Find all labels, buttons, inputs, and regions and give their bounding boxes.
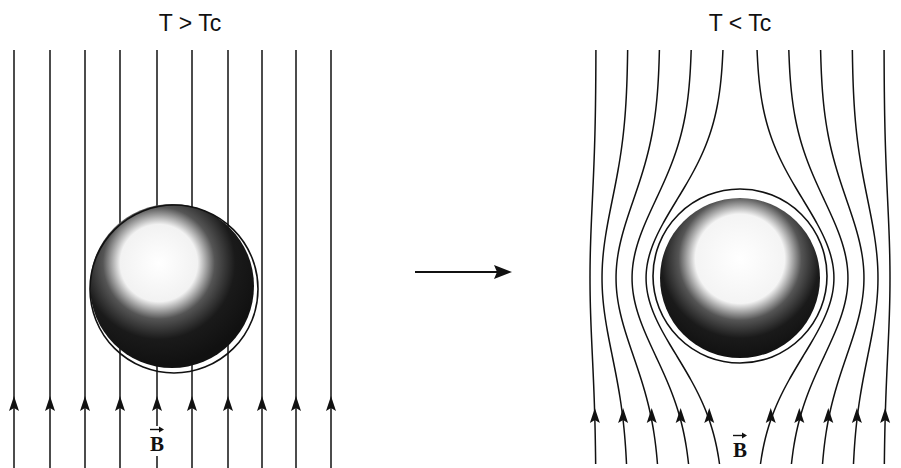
- arrowhead: [794, 408, 804, 423]
- arrowhead: [647, 408, 657, 423]
- arrowhead: [152, 396, 162, 411]
- field-lines-expelled: [590, 50, 890, 464]
- temperature-label-box: T < Tc: [709, 12, 771, 35]
- field-vector-label: B: [150, 432, 164, 456]
- arrowhead: [115, 396, 125, 411]
- arrowhead: [257, 396, 267, 411]
- arrowhead: [823, 408, 833, 423]
- arrowhead: [676, 408, 686, 423]
- field-vector-label: B: [733, 438, 747, 462]
- arrowhead: [704, 408, 714, 423]
- field-line: [602, 50, 628, 464]
- field-line: [590, 50, 596, 464]
- field-vector-label-box: B: [147, 426, 167, 456]
- arrowhead: [80, 396, 90, 411]
- arrowhead: [9, 396, 19, 411]
- arrowhead: [223, 396, 233, 411]
- arrowhead: [766, 408, 776, 423]
- transition-arrow: [415, 265, 512, 279]
- arrowhead: [618, 408, 628, 423]
- arrowhead: [187, 396, 197, 411]
- arrowhead: [45, 396, 55, 411]
- temperature-label: T < Tc: [709, 10, 771, 36]
- field-line: [616, 50, 659, 464]
- sphere-superconducting: [653, 189, 827, 363]
- field-line: [884, 50, 890, 464]
- arrowhead: [590, 408, 600, 423]
- vector-arrow: [732, 432, 748, 439]
- temperature-label-box: T > Tc: [159, 12, 221, 35]
- field-line: [852, 50, 878, 464]
- arrowhead: [326, 396, 336, 411]
- temperature-label: T > Tc: [159, 10, 221, 36]
- vector-arrow: [149, 426, 165, 433]
- arrowhead: [291, 396, 301, 411]
- field-vector-label-box: B: [730, 432, 750, 462]
- arrowhead: [880, 408, 890, 423]
- arrowhead: [852, 408, 862, 423]
- sphere-normal: [90, 204, 258, 373]
- field-line: [821, 50, 864, 464]
- field-lines-normal: [9, 50, 336, 468]
